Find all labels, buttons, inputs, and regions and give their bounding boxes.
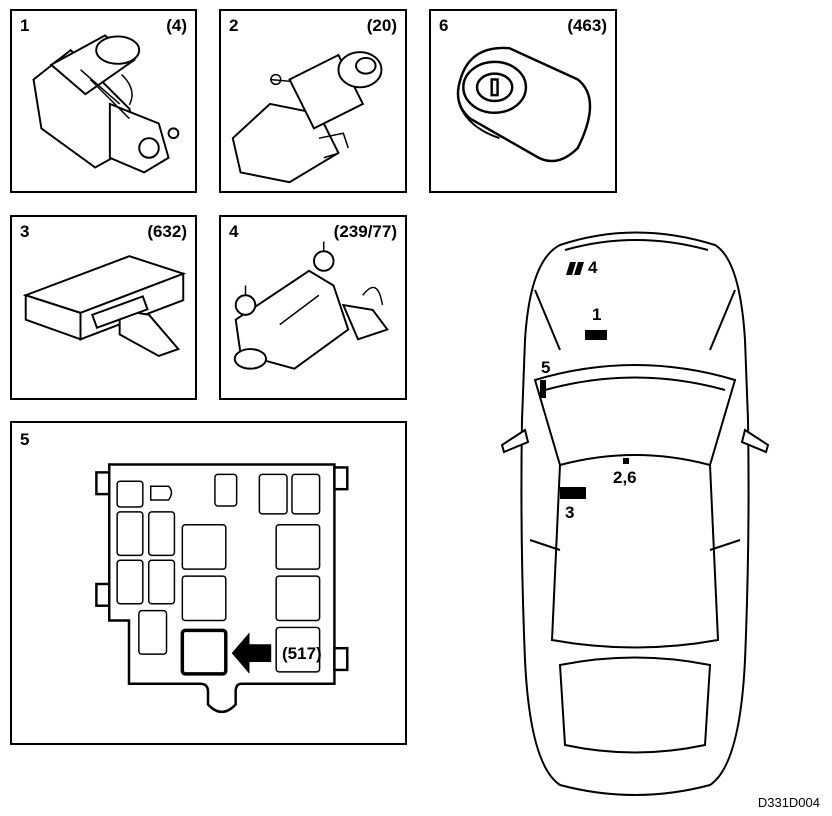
ignition-switch-illustration	[456, 46, 592, 163]
panel-control-module: 3 (632)	[10, 215, 197, 400]
car-label-1: 1	[592, 305, 602, 324]
control-module-illustration	[22, 255, 187, 357]
panel-reference: (463)	[567, 16, 607, 35]
panel-number: 2	[229, 16, 239, 35]
car-label-2-6: 2,6	[613, 468, 637, 487]
car-label-3: 3	[565, 503, 575, 522]
vehicle-top-view	[500, 231, 770, 796]
panel-ignition-switch: 6 (463)	[429, 9, 617, 193]
relay-box-illustration	[95, 463, 349, 714]
panel-relay-box: 5 (517)	[10, 421, 407, 745]
wiper-motor-illustration	[233, 241, 389, 370]
relay-reference-label: (517)	[282, 644, 322, 663]
panel-reference: (20)	[366, 16, 397, 35]
panel-number: 5	[20, 430, 30, 449]
panel-number: 3	[20, 222, 30, 241]
panel-reference: (239/77)	[333, 222, 397, 241]
panel-ignition-lock: 2 (20)	[219, 9, 407, 193]
panel-reference: (4)	[166, 16, 187, 35]
starter-motor-illustration	[32, 34, 180, 174]
car-label-4: 4	[588, 258, 598, 277]
panel-number: 1	[20, 16, 30, 35]
figure-code: D331D004	[757, 795, 820, 810]
ignition-lock-illustration	[231, 51, 383, 184]
panel-reference: (632)	[147, 222, 187, 241]
panel-number: 4	[229, 222, 239, 241]
panel-starter-motor: 1 (4)	[10, 9, 197, 193]
car-label-5: 5	[541, 358, 551, 377]
panel-number: 6	[439, 16, 449, 35]
panel-wiper-motor: 4 (239/77)	[219, 215, 407, 400]
